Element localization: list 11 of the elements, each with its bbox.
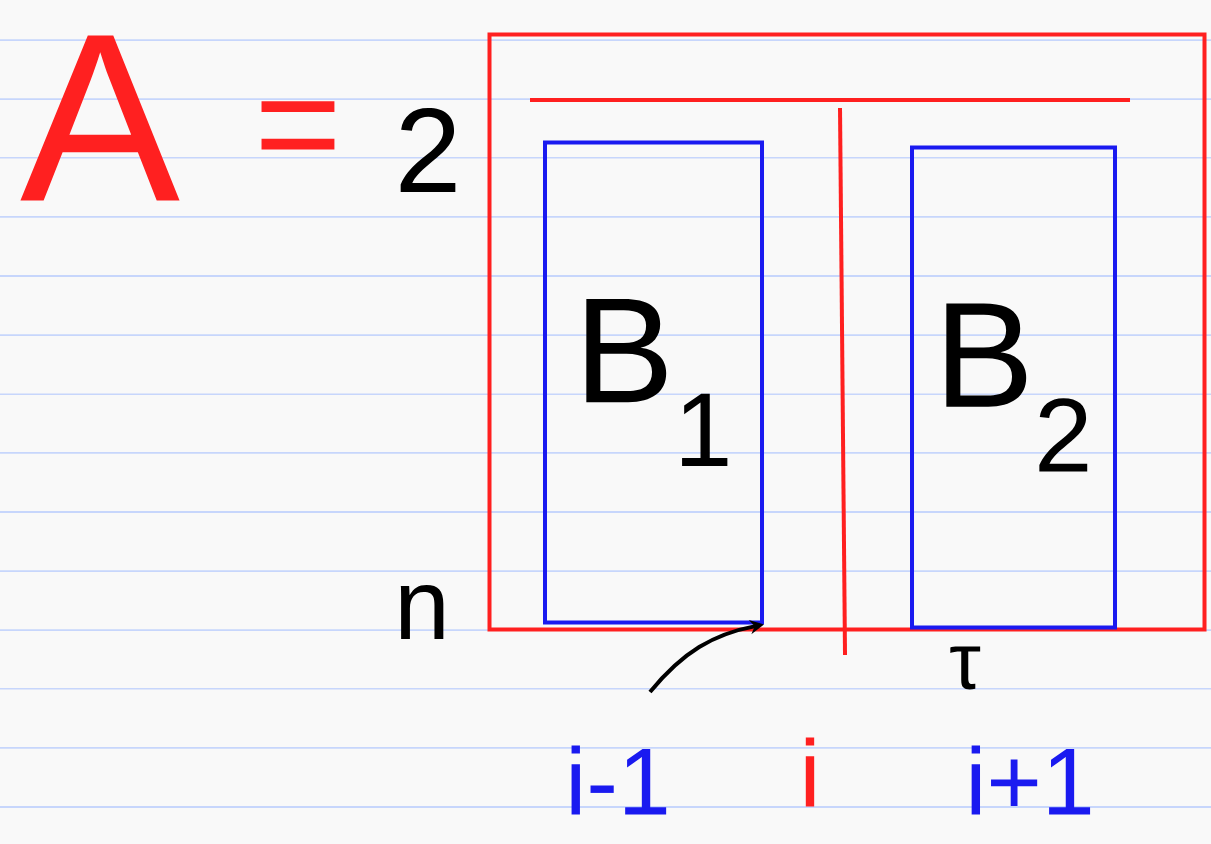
number: 2 bbox=[400, 108, 456, 192]
letter: n bbox=[400, 585, 444, 639]
index-label: i bbox=[805, 737, 815, 807]
index-label: i+1 bbox=[971, 745, 1091, 815]
equals-sign: = bbox=[261, 101, 335, 150]
index-label: i-1 bbox=[571, 745, 667, 815]
block-box: B$_{2}$ bbox=[910, 145, 1117, 630]
matrix-bracket bbox=[487, 32, 1207, 632]
block-box: B$_{1}$ bbox=[543, 140, 764, 625]
letter: τ bbox=[950, 646, 981, 690]
letter: A bbox=[20, 35, 180, 201]
